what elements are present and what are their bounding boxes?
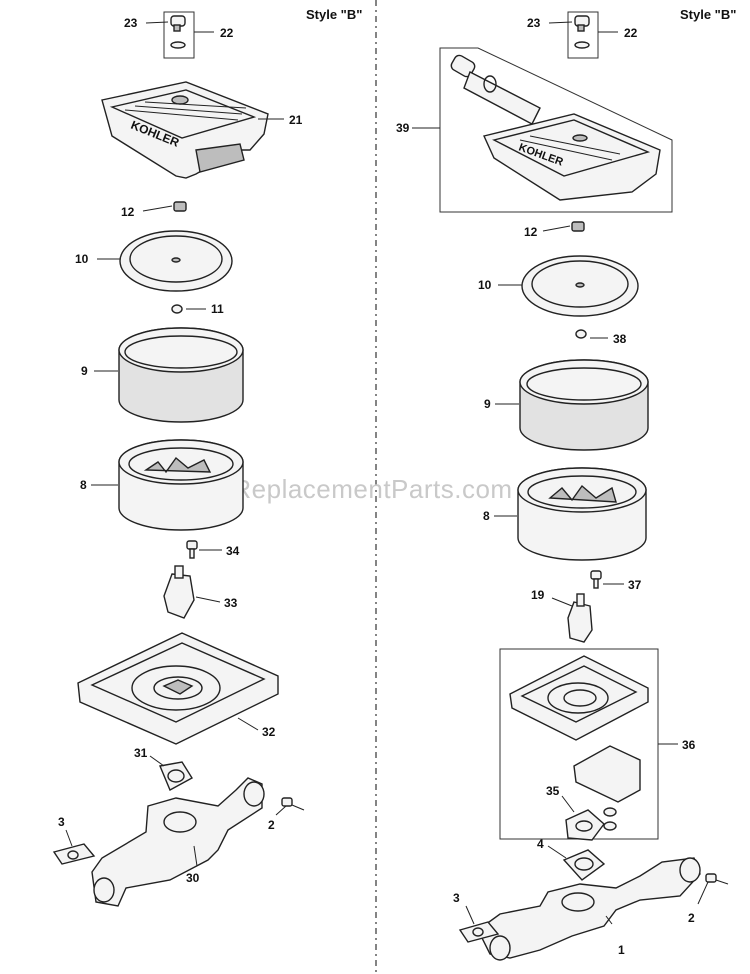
callout-right-19: 19 <box>531 588 545 602</box>
callout-left-31: 31 <box>134 746 148 760</box>
callout-left-32: 32 <box>262 725 276 739</box>
callout-left-30: 30 <box>186 871 200 885</box>
left-flange-gasket <box>52 829 96 865</box>
left-screw-2 <box>275 797 305 816</box>
right-fitting-assembly <box>548 11 618 59</box>
callout-left-9: 9 <box>81 364 88 378</box>
left-precleaner <box>94 327 244 423</box>
callout-left-10: 10 <box>75 252 89 266</box>
callout-right-3: 3 <box>453 891 460 905</box>
callout-right-36: 36 <box>682 738 696 752</box>
callout-left-2: 2 <box>268 818 275 832</box>
callout-right-38: 38 <box>613 332 627 346</box>
callout-right-35: 35 <box>546 784 560 798</box>
right-style-label: Style "B" <box>680 7 736 22</box>
callout-right-1: 1 <box>618 943 625 957</box>
left-style-label: Style "B" <box>306 7 362 22</box>
left-grommet <box>171 304 206 314</box>
callout-right-9: 9 <box>484 397 491 411</box>
callout-left-8: 8 <box>80 478 87 492</box>
callout-right-10: 10 <box>478 278 492 292</box>
right-gasket <box>547 845 606 881</box>
left-air-cleaner-cover: KOHLER <box>101 81 284 179</box>
left-elbow-manifold <box>91 777 265 907</box>
right-adapter <box>561 795 605 841</box>
callout-right-39: 39 <box>396 121 410 135</box>
callout-right-22: 22 <box>624 26 638 40</box>
callout-right-2: 2 <box>688 911 695 925</box>
callout-left-23: 23 <box>124 16 138 30</box>
left-wing-nut <box>142 201 187 212</box>
left-air-cleaner-base <box>77 632 279 745</box>
callout-left-33: 33 <box>224 596 238 610</box>
callout-left-3: 3 <box>58 815 65 829</box>
right-flange-gasket <box>458 905 500 943</box>
callout-right-8: 8 <box>483 509 490 523</box>
right-cover-assembly: KOHLER <box>412 47 673 213</box>
callout-left-21: 21 <box>289 113 303 127</box>
right-air-cleaner-lid <box>498 255 639 317</box>
callout-left-34: 34 <box>226 544 240 558</box>
left-air-cleaner-lid <box>97 230 233 292</box>
right-screw-2 <box>697 873 729 905</box>
callout-right-37: 37 <box>628 578 642 592</box>
left-gasket <box>149 755 193 791</box>
callout-left-11: 11 <box>211 302 224 316</box>
callout-left-12: 12 <box>121 205 135 219</box>
callout-right-23: 23 <box>527 16 541 30</box>
callout-left-22: 22 <box>220 26 234 40</box>
right-precleaner <box>495 359 649 451</box>
watermark: eReplacementParts.com <box>217 474 512 504</box>
right-bracket <box>551 593 593 643</box>
callout-right-12: 12 <box>524 225 538 239</box>
right-screw <box>590 570 624 589</box>
left-fitting-assembly <box>145 11 214 59</box>
right-elbow-manifold <box>477 857 701 961</box>
right-air-cleaner-base-assembly <box>499 648 678 840</box>
right-wing-nut <box>542 221 585 232</box>
right-air-filter-element <box>494 467 647 561</box>
right-grommet <box>575 329 608 339</box>
left-air-filter-element <box>91 439 244 531</box>
left-screw <box>186 540 222 559</box>
callout-right-4: 4 <box>537 837 544 851</box>
left-bracket <box>163 565 221 619</box>
